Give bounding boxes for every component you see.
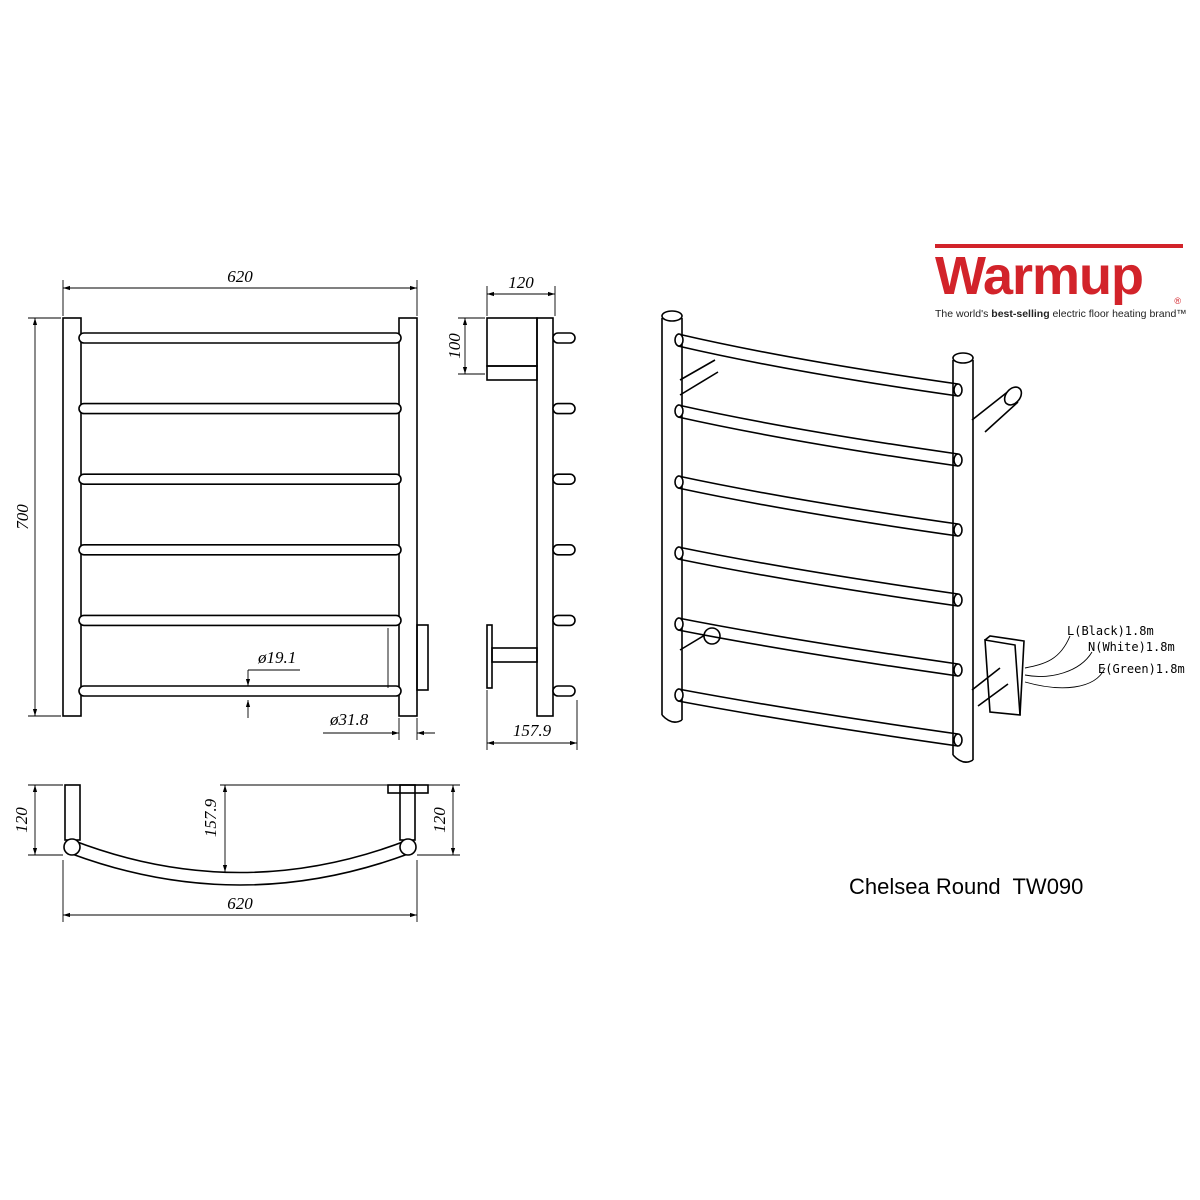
curve-depth-dimension: 157.9 (201, 798, 220, 837)
front-rail (78, 614, 402, 627)
perspective-rail (677, 617, 959, 665)
perspective-rails (674, 333, 963, 747)
rail-diameter: ø19.1 (257, 648, 296, 667)
side-peg (552, 402, 576, 415)
post-diameter: ø31.8 (329, 710, 369, 729)
side-peg (552, 332, 576, 344)
side-peg (552, 543, 576, 556)
warmup-logo: Warmup ® The world's best-selling electr… (935, 244, 1187, 320)
top-view: 120 120 157.9 620 (12, 784, 460, 922)
right-depth-dimension: 120 (430, 807, 449, 833)
perspective-rail (677, 475, 959, 525)
front-rail (78, 332, 402, 344)
perspective-rail (677, 688, 959, 735)
side-peg (552, 685, 576, 697)
front-rail (78, 685, 402, 697)
width-dimension: 620 (227, 267, 253, 286)
front-rail (78, 473, 402, 486)
height-dimension: 700 (13, 504, 32, 530)
front-view: 620 700 ø19.1 ø31.8 (13, 267, 435, 740)
perspective-rail (677, 546, 959, 595)
side-view: 120 100 157.9 (445, 273, 578, 750)
perspective-rail (677, 333, 959, 385)
perspective-control-box (984, 639, 1021, 716)
left-depth-dimension: 120 (12, 807, 31, 833)
wire-neutral-label: N(White)1.8m (1088, 640, 1175, 654)
wire-earth-label: E(Green)1.8m (1098, 662, 1185, 676)
side-peg (552, 614, 576, 627)
brand-tagline: The world's best-selling electric floor … (935, 308, 1187, 320)
product-title: Chelsea Round TW090 (849, 874, 1084, 899)
total-depth-dimension: 157.9 (513, 721, 552, 740)
side-pegs (552, 332, 576, 697)
depth-dimension: 120 (508, 273, 534, 292)
wire-live-label: L(Black)1.8m (1067, 624, 1154, 638)
top-bracket (486, 317, 538, 367)
front-rail (78, 402, 402, 415)
front-rail (78, 543, 402, 556)
bracket-height-dimension: 100 (445, 333, 464, 359)
top-width-dimension: 620 (227, 894, 253, 913)
perspective-rail (677, 404, 959, 455)
right-post (398, 317, 418, 717)
front-rails (78, 332, 402, 697)
left-post (62, 317, 82, 717)
side-post (536, 317, 554, 717)
side-peg (552, 473, 576, 486)
perspective-view (661, 310, 1106, 763)
control-box (416, 624, 429, 691)
